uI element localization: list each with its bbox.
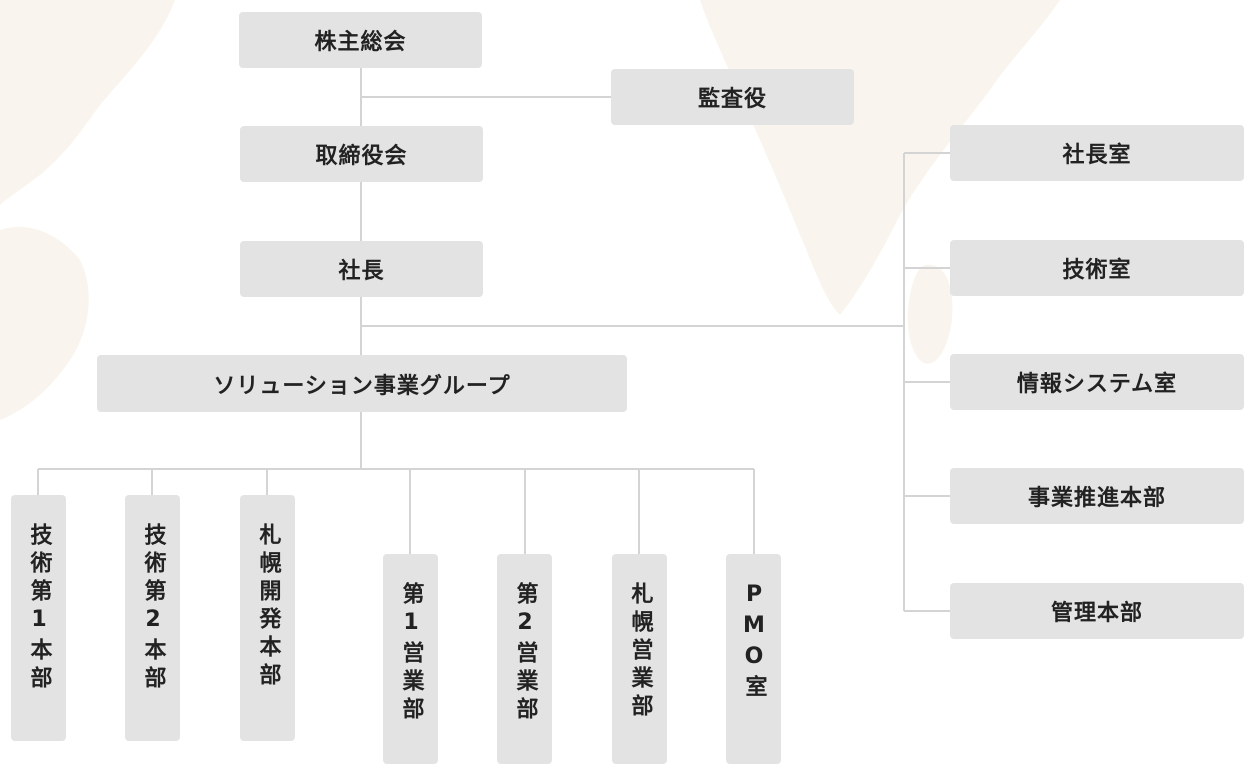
node-president-office: 社長室 [950,125,1244,181]
node-pmo-office: PMO室 [726,554,781,764]
node-shareholders-meeting: 株主総会 [239,12,482,68]
node-sales-department-1: 第1営業部 [383,554,438,764]
node-label: 技術第1本部 [26,523,52,694]
node-label: 札幌開発本部 [255,523,281,691]
node-auditor: 監査役 [611,69,854,125]
map-landmass-island [907,264,953,364]
node-information-systems-office: 情報システム室 [950,354,1244,410]
node-solution-business-group: ソリューション事業グループ [97,355,627,412]
node-board-of-directors: 取締役会 [240,126,483,182]
node-engineering-division-1: 技術第1本部 [11,495,66,741]
node-label: 技術第2本部 [140,523,166,694]
node-sapporo-sales-department: 札幌営業部 [612,554,667,764]
node-sales-department-2: 第2営業部 [497,554,552,764]
node-label: 第1営業部 [398,582,424,725]
map-landmass-left-lower [0,226,89,420]
node-engineering-division-2: 技術第2本部 [125,495,180,741]
node-label: PMO室 [741,582,767,703]
node-sapporo-development-division: 札幌開発本部 [240,495,295,741]
node-business-promotion-division: 事業推進本部 [950,468,1244,524]
node-label: 第2営業部 [512,582,538,725]
map-landmass-left [0,0,175,205]
node-label: 札幌営業部 [627,582,653,722]
node-president: 社長 [240,241,483,297]
node-administration-division: 管理本部 [950,583,1244,639]
node-technology-office: 技術室 [950,240,1244,296]
